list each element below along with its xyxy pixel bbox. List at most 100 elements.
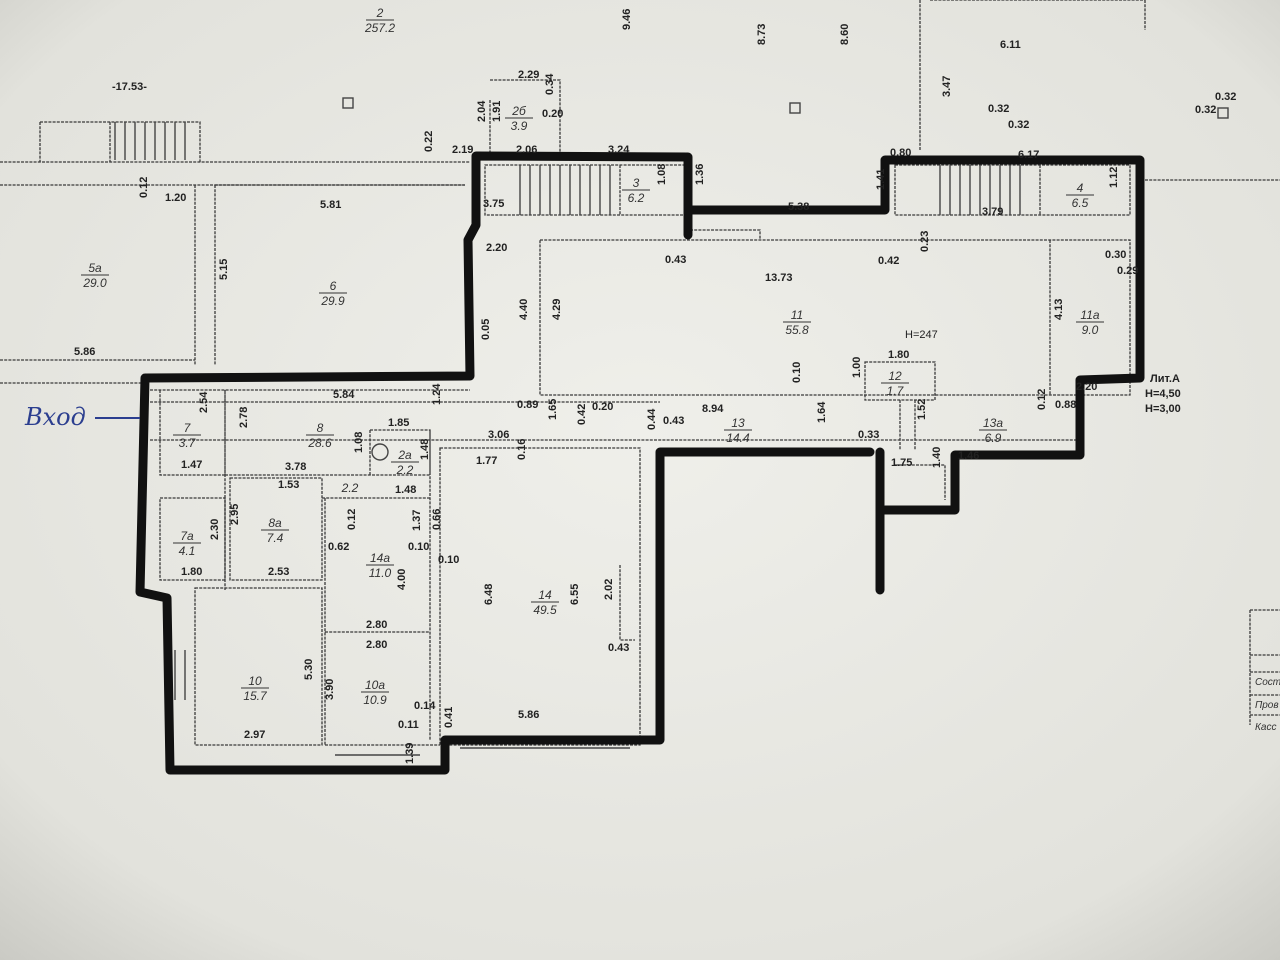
dimension-label: 3.78 [285, 461, 306, 473]
dimension-label: 0.43 [663, 415, 684, 427]
title-block-stamp: Сост Пров Касс [1255, 677, 1280, 733]
dimension-label: 8.94 [702, 403, 724, 415]
dimension-label: 0.30 [1105, 249, 1126, 261]
room-label: 2а2.2 [391, 448, 419, 477]
room-area: 3.9 [511, 119, 528, 133]
dimension-label: 6.48 [483, 584, 495, 605]
dimension-label: 0.34 [544, 73, 556, 95]
dimension-label: 4.00 [396, 569, 408, 590]
dimension-label: 4.40 [518, 299, 530, 320]
room-area: 1.7 [887, 384, 905, 398]
dimension-label: 13.73 [765, 272, 793, 284]
room-number: 6 [330, 279, 337, 293]
dimension-label: 3.90 [324, 679, 336, 700]
room-number: 13а [983, 416, 1003, 430]
dimension-label: 0.20 [592, 401, 613, 413]
dimension-label: 0.43 [608, 642, 629, 654]
dimension-label: 2.97 [244, 729, 265, 741]
litera-height-1: H=4,50 [1145, 388, 1181, 400]
dimension-label: 5.30 [303, 659, 315, 680]
dimension-label: 2.53 [268, 566, 289, 578]
room-number: 3 [633, 176, 640, 190]
dimension-label: 5.15 [218, 259, 230, 280]
dimension-label: 2.78 [238, 407, 250, 428]
dimension-label: 5.81 [320, 199, 341, 211]
room-number: 12 [888, 369, 902, 383]
litera-title: Лит.А [1150, 373, 1180, 385]
room-area: 9.0 [1082, 323, 1099, 337]
dimension-label: 0.10 [438, 554, 459, 566]
room-area: 55.8 [785, 323, 809, 337]
dimension-label: 0.22 [423, 131, 435, 152]
dimension-label: 0.43 [665, 254, 686, 266]
dimension-label: 3.24 [608, 144, 630, 156]
dimension-label: 0.42 [878, 255, 899, 267]
dimension-label: 1.80 [888, 349, 909, 361]
room-area: 15.7 [243, 689, 268, 703]
dimension-label: 0.23 [919, 231, 931, 252]
dimension-label: 1.20 [165, 192, 186, 204]
room-number: 10а [365, 678, 385, 692]
room-label: 36.2 [622, 176, 650, 205]
dimension-label: 1.48 [395, 484, 416, 496]
dimension-label: 3.47 [941, 76, 953, 97]
dimension-label: 5.38 [788, 201, 809, 213]
dimension-label: 0.80 [890, 147, 911, 159]
dimension-label: -17.53- [112, 81, 147, 93]
dimension-label: 0.12 [346, 509, 358, 530]
room-number: 14а [370, 551, 390, 565]
room-number: 2 [376, 6, 384, 20]
room-number: 8 [317, 421, 324, 435]
dimension-label: 4.29 [551, 299, 563, 320]
litera-height-2: H=3,00 [1145, 403, 1181, 415]
room-number: 10 [248, 674, 262, 688]
dimension-label: 2.30 [209, 519, 221, 540]
room-label: 7а4.1 [173, 529, 201, 558]
stamp-row: Пров [1255, 700, 1279, 711]
dimension-label: 3.79 [982, 206, 1003, 218]
dimension-label: 6.11 [1000, 39, 1021, 51]
stamp-row: Сост [1255, 677, 1280, 688]
room-number: 7 [184, 421, 192, 435]
dimension-label: 1.75 [891, 457, 912, 469]
dimension-label: 1.08 [353, 432, 365, 453]
dimension-label: 5.86 [74, 346, 95, 358]
dimension-label: 0.88 [1055, 399, 1076, 411]
dimension-label: 0.66 [431, 509, 443, 530]
dimension-label: 0.11 [398, 719, 419, 731]
dimension-label: 2.54 [198, 391, 210, 413]
room-area: 4.1 [179, 544, 196, 558]
dimension-label: 0.32 [988, 103, 1009, 115]
room-number: 7а [180, 529, 194, 543]
dimension-label: 8.60 [839, 24, 851, 45]
room-label: 8а7.4 [261, 516, 289, 545]
dimension-label: 0.10 [408, 541, 429, 553]
dimension-label: 1.80 [181, 566, 202, 578]
dimension-label: 0.32 [1215, 91, 1236, 103]
room-number: 2б [511, 104, 527, 118]
dimension-label: 0.42 [576, 404, 588, 425]
dimension-label: 2.29 [518, 69, 539, 81]
dimension-label: 2.02 [603, 579, 615, 600]
room-number: 2а [397, 448, 412, 462]
dimension-label: 8.73 [756, 24, 768, 45]
small-room-area: 2.2 [341, 481, 359, 495]
dimension-label: 2.20 [1076, 381, 1097, 393]
room-label: 46.5 [1066, 181, 1094, 210]
room-area: 49.5 [533, 603, 557, 617]
dimension-label: 2.80 [366, 639, 387, 651]
dimension-label: 2.04 [476, 100, 488, 122]
room-area: 28.6 [307, 436, 332, 450]
room-area: 3.7 [179, 436, 197, 450]
dimension-label: 1.46 [958, 450, 979, 462]
dimension-label: 1.00 [851, 357, 863, 378]
dimension-label: 0.29 [1117, 265, 1138, 277]
dimension-label: 1.37 [411, 510, 423, 531]
dimension-label: 0.10 [791, 362, 803, 383]
